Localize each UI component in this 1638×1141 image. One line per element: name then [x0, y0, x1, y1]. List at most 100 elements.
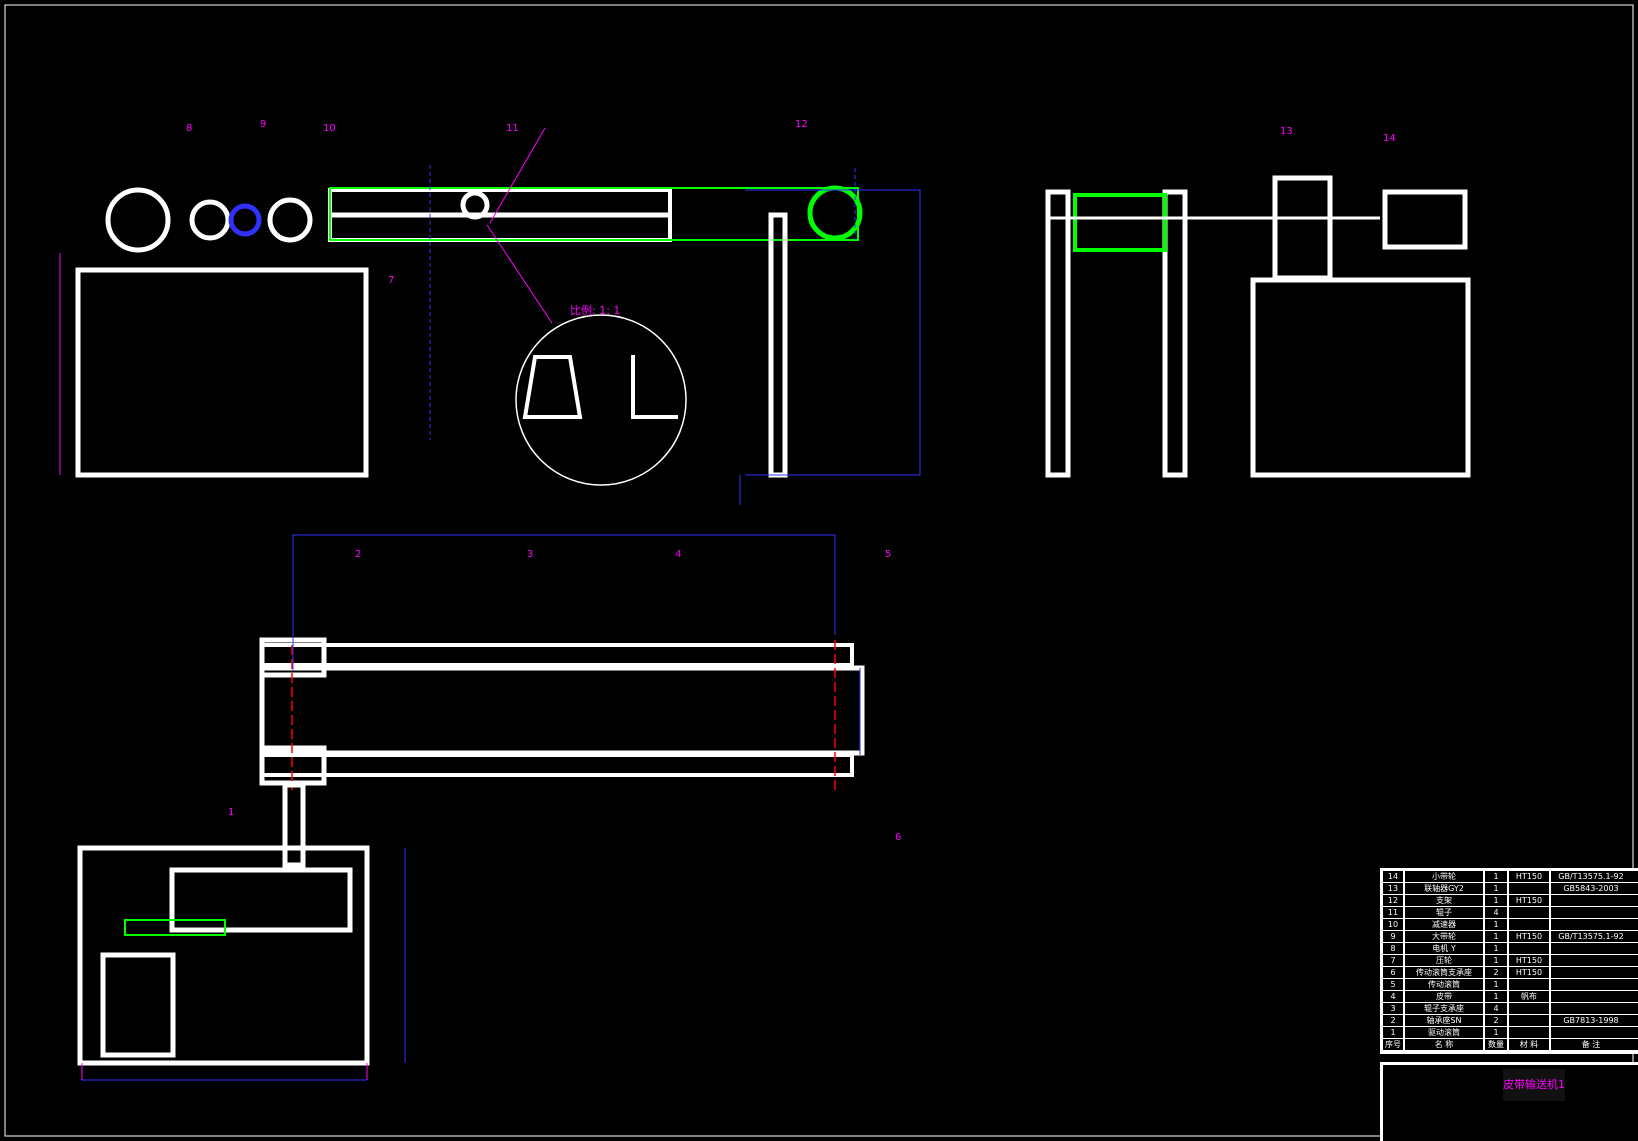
callout-14: 14	[1383, 133, 1396, 144]
bom-cell: 辊子	[1405, 907, 1485, 918]
bom-cell: 11	[1383, 907, 1405, 918]
bom-cell: HT150	[1509, 967, 1551, 978]
bom-cell: 备 注	[1581, 1040, 1601, 1049]
bom-cell: 1	[1485, 991, 1509, 1002]
bom-cell	[1551, 907, 1631, 918]
bom-cell: 1	[1485, 955, 1509, 966]
bom-cell: 3	[1383, 1003, 1405, 1014]
bom-cell: 4	[1485, 1003, 1509, 1014]
bom-cell: 1	[1485, 919, 1509, 930]
bom-cell: 数量	[1485, 1039, 1509, 1050]
callout-10: 10	[323, 123, 336, 134]
bom-cell: 1	[1485, 931, 1509, 942]
bom-cell: 名 称	[1405, 1039, 1485, 1050]
bom-cell: 传动滚筒支承座	[1405, 967, 1485, 978]
bom-cell	[1551, 1003, 1631, 1014]
bom-cell: 帆布	[1509, 991, 1551, 1002]
drawing-title: 皮带输送机1	[1503, 1069, 1565, 1101]
bom-cell: 2	[1383, 1015, 1405, 1026]
bom-cell	[1551, 943, 1631, 954]
motor-pulley	[105, 187, 171, 253]
bom-cell: 传动滚筒	[1405, 979, 1485, 990]
bom-cell: GB7813-1998	[1563, 1016, 1619, 1025]
bom-cell	[1509, 979, 1551, 990]
bom-cell	[1551, 895, 1631, 906]
bom-cell	[1509, 883, 1551, 894]
bom-cell: 2	[1485, 967, 1509, 978]
bom-cell: 支架	[1405, 895, 1485, 906]
bom-cell: 1	[1383, 1027, 1405, 1038]
support-leg	[768, 212, 788, 478]
bom-cell: 1	[1485, 883, 1509, 894]
bom-cell	[1509, 907, 1551, 918]
bom-cell: 轴承座SN	[1405, 1015, 1485, 1026]
callout-4: 4	[675, 549, 682, 560]
bom-cell	[1551, 967, 1631, 978]
bom-cell: 6	[1383, 967, 1405, 978]
bom-cell	[1551, 991, 1631, 1002]
bom-cell: 7	[1383, 955, 1405, 966]
callout-6: 6	[895, 832, 902, 843]
callout-5: 5	[885, 549, 892, 560]
bom-cell	[1551, 955, 1631, 966]
bom-cell: 10	[1383, 919, 1405, 930]
bom-cell: 序号	[1383, 1039, 1405, 1050]
bom-cell: 小带轮	[1405, 871, 1485, 882]
bom-cell: 联轴器GY2	[1405, 883, 1485, 894]
title-block: 皮带输送机1	[1380, 1062, 1638, 1141]
bom-cell: HT150	[1509, 871, 1551, 882]
bom-cell: 1	[1485, 979, 1509, 990]
bom-cell	[1551, 979, 1631, 990]
bom-cell: 电机 Y	[1405, 943, 1485, 954]
bom-header: 序号名 称数量材 料备 注	[1383, 1039, 1638, 1051]
bom-cell	[1509, 1003, 1551, 1014]
bom-cell: HT150	[1509, 931, 1551, 942]
bom-cell: GB/T13575.1-92	[1558, 872, 1624, 881]
bom-cell: 1	[1485, 1027, 1509, 1038]
bom-cell: GB/T13575.1-92	[1558, 932, 1624, 941]
bom-cell: 1	[1485, 895, 1509, 906]
bom-cell: 4	[1383, 991, 1405, 1002]
bom-cell: 压轮	[1405, 955, 1485, 966]
bom-cell	[1509, 1027, 1551, 1038]
bom-cell: 1	[1485, 871, 1509, 882]
bom-cell	[1551, 919, 1631, 930]
bom-cell	[1509, 919, 1551, 930]
bom-cell: 驱动滚筒	[1405, 1027, 1485, 1038]
bom-cell: HT150	[1509, 955, 1551, 966]
callout-12: 12	[795, 119, 808, 130]
bom-cell: 皮带	[1405, 991, 1485, 1002]
bom-cell: 2	[1485, 1015, 1509, 1026]
bom-cell	[1551, 1027, 1631, 1038]
callout-1: 1	[228, 807, 235, 818]
bom-cell: 12	[1383, 895, 1405, 906]
bom-cell: GB5843-2003	[1563, 884, 1619, 893]
bom-cell: 8	[1383, 943, 1405, 954]
bom-cell: 1	[1485, 943, 1509, 954]
callout-9: 9	[260, 119, 267, 130]
bom-cell: 减速器	[1405, 919, 1485, 930]
motor-base-front	[75, 267, 369, 478]
motor-base-top	[77, 845, 370, 1066]
bom-cell	[1509, 1015, 1551, 1026]
bom-cell: 13	[1383, 883, 1405, 894]
bom-cell: 9	[1383, 931, 1405, 942]
bom-cell: 大带轮	[1405, 931, 1485, 942]
bom-cell	[1509, 943, 1551, 954]
bom-cell: 4	[1485, 907, 1509, 918]
